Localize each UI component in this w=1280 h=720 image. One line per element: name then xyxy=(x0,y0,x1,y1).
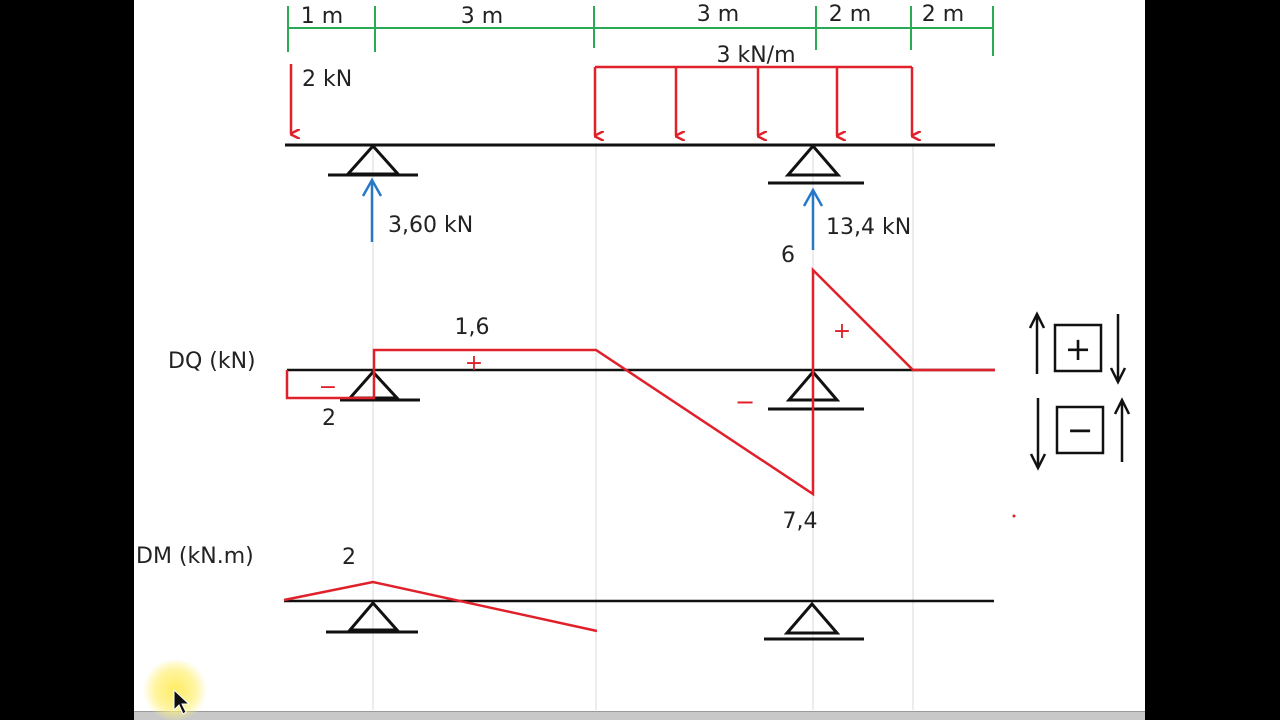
moment-right-support xyxy=(764,601,864,641)
moment-left-support xyxy=(326,600,418,634)
shear-value-peak: 6 xyxy=(781,243,795,268)
moment-curve xyxy=(283,580,598,633)
span-label-1: 1 m xyxy=(301,4,343,29)
shear-right-support xyxy=(768,369,864,411)
cursor-highlight xyxy=(142,660,208,720)
right-reaction-arrow xyxy=(802,187,824,250)
point-load-label: 2 kN xyxy=(302,67,352,92)
shear-plus-sign-mid: + xyxy=(465,351,483,376)
moment-value-peak: 2 xyxy=(342,545,356,570)
shear-left-support xyxy=(340,369,420,402)
whiteboard-canvas: 1 m 3 m 3 m 2 m 2 m 2 kN 3 kN/m 3,60 kN … xyxy=(134,0,1145,720)
bottom-scrollbar[interactable] xyxy=(134,711,1145,720)
sign-convention-minus: − xyxy=(1067,411,1094,449)
left-reaction-arrow xyxy=(361,177,383,242)
sign-convention-negative xyxy=(1029,397,1131,471)
span-label-5: 2 m xyxy=(922,2,964,27)
stray-dot xyxy=(1012,514,1016,518)
mouse-pointer-icon xyxy=(173,688,191,715)
shear-value-left: 2 xyxy=(322,406,336,431)
sign-convention-positive xyxy=(1028,311,1127,385)
span-label-3: 3 m xyxy=(697,2,739,27)
moment-diagram-label: DM (kN.m) xyxy=(136,544,254,569)
span-label-4: 2 m xyxy=(829,2,871,27)
shear-minus-sign-right: − xyxy=(735,388,755,416)
beam-analysis-diagram: 1 m 3 m 3 m 2 m 2 m 2 kN 3 kN/m 3,60 kN … xyxy=(136,2,1131,710)
left-reaction-label: 3,60 kN xyxy=(388,213,473,238)
dimension-line xyxy=(287,6,994,56)
span-label-2: 3 m xyxy=(461,4,503,29)
left-pin-support xyxy=(328,143,418,177)
shear-value-min: 7,4 xyxy=(783,509,818,534)
shear-minus-sign-left: − xyxy=(319,375,337,400)
distributed-load xyxy=(593,65,912,136)
shear-diagram-label: DQ (kN) xyxy=(168,349,256,374)
shear-curve xyxy=(285,266,995,497)
right-roller-support xyxy=(768,143,864,185)
right-reaction-label: 13,4 kN xyxy=(826,215,911,240)
shear-value-mid: 1,6 xyxy=(455,315,490,340)
distributed-load-label: 3 kN/m xyxy=(716,43,795,68)
sign-convention-plus: + xyxy=(1065,330,1092,368)
shear-plus-sign-right: + xyxy=(833,319,851,344)
